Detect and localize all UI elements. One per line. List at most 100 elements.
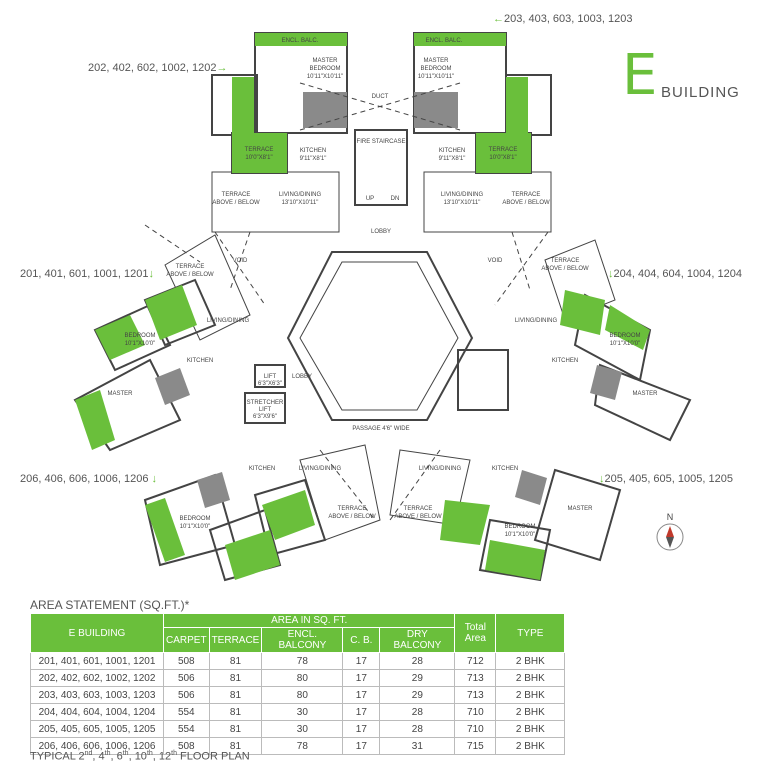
cell-cb: 17 [342, 737, 381, 755]
unit-label-text: 201, 401, 601, 1001, 1201 [20, 268, 149, 280]
terrace-label: TERRACE [404, 506, 433, 512]
caption-part: , 12 [152, 750, 172, 763]
kitchen-label: KITCHEN [249, 466, 275, 472]
subhead-terrace: TERRACE [208, 627, 263, 653]
terrace-dim: 10'0"X8'1" [245, 155, 272, 161]
subhead-encl: ENCL. BALCONY [261, 627, 344, 653]
master-dim: 10'11"X10'11" [418, 74, 454, 80]
master-bedroom-label: MASTER [312, 58, 338, 64]
head-total: Total Area [454, 613, 497, 653]
cell-total: 710 [454, 720, 497, 738]
stretcher-label-2: LIFT [259, 407, 272, 413]
cell-terrace: 81 [208, 720, 263, 738]
kitchen-dim: 9'11"X8'1" [439, 156, 466, 162]
unit-label-text: 203, 403, 603, 1003, 1203 [504, 13, 633, 25]
building-letter: E [622, 43, 658, 108]
cell-type: 2 BHK [495, 669, 566, 687]
bedroom-label: BEDROOM [124, 333, 155, 339]
terrace-above: ABOVE / BELOW [502, 200, 550, 206]
living-label: LIVING/DINING [279, 192, 322, 198]
cell-carpet: 508 [163, 737, 210, 755]
cell-unit: 202, 402, 602, 1002, 1202 [30, 669, 164, 687]
cell-cb: 17 [342, 720, 381, 738]
terrace-label: TERRACE [489, 147, 518, 153]
void-label: VOID [488, 258, 503, 264]
encl-balc-label: ENCL. BALC. [426, 38, 463, 44]
void-label: VOID [233, 258, 248, 264]
arrow-left-icon: ← [493, 13, 504, 25]
unit-label-text: 204, 404, 604, 1004, 1204 [613, 268, 742, 280]
caption-sup: nd [84, 750, 93, 757]
cell-dry: 31 [379, 737, 456, 755]
cell-unit: 204, 404, 604, 1004, 1204 [30, 703, 164, 721]
table-row: 203, 403, 603, 1003, 1203 506 81 80 17 2… [30, 686, 566, 704]
encl-balc-203 [414, 33, 506, 46]
encl-balc-202 [255, 33, 347, 46]
master-bedroom-label: MASTER [567, 506, 593, 512]
floor-plan-caption: TYPICAL 2nd, 4th, 6th, 10th, 12th FLOOR … [30, 750, 250, 763]
cell-type: 2 BHK [495, 737, 566, 755]
table-row: 206, 406, 606, 1006, 1206 508 81 78 17 3… [30, 737, 566, 755]
area-table: E BUILDING AREA IN SQ. FT. Total Area TY… [30, 613, 566, 755]
cell-terrace: 81 [208, 686, 263, 704]
cell-terrace: 81 [208, 669, 263, 687]
bedroom-dim: 10'1"X10'0" [180, 524, 211, 530]
arrow-down-icon: ↓ [148, 473, 158, 485]
cell-type: 2 BHK [495, 720, 566, 738]
building-word: BUILDING [661, 84, 740, 101]
cell-encl: 78 [261, 737, 344, 755]
cell-cb: 17 [342, 652, 381, 670]
bedroom-label: BEDROOM [179, 516, 210, 522]
bedroom-dim: 10'1"X10'0" [610, 341, 641, 347]
cell-carpet: 508 [163, 652, 210, 670]
cell-dry: 28 [379, 703, 456, 721]
cell-type: 2 BHK [495, 652, 566, 670]
cell-unit: 203, 403, 603, 1003, 1203 [30, 686, 164, 704]
master-dim: 10'11"X10'11" [307, 74, 343, 80]
unit-label-201: 201, 401, 601, 1001, 1201↓ [20, 268, 154, 280]
bedroom-dim: 10'1"X10'0" [125, 341, 156, 347]
cell-type: 2 BHK [495, 686, 566, 704]
up-label: UP [366, 196, 374, 202]
terrace-label: TERRACE [176, 264, 205, 270]
terrace-label: TERRACE [551, 258, 580, 264]
terrace-above: ABOVE / BELOW [212, 200, 260, 206]
caption-sup: th [171, 750, 177, 757]
caption-sup: th [146, 750, 153, 757]
lobby-label: LOBBY [371, 229, 391, 235]
cell-encl: 30 [261, 720, 344, 738]
subhead-carpet: CARPET [163, 627, 210, 653]
caption-part: TYPICAL 2 [30, 750, 85, 763]
passage-label: PASSAGE 4'6" WIDE [352, 426, 409, 432]
terrace-label: TERRACE [222, 192, 251, 198]
cell-carpet: 554 [163, 720, 210, 738]
cell-terrace: 81 [208, 703, 263, 721]
arrow-down-icon: ↓ [599, 473, 605, 485]
cell-encl: 78 [261, 652, 344, 670]
arrow-right-icon: → [216, 62, 228, 74]
subhead-dry: DRY BALCONY [379, 627, 456, 653]
arrow-down-icon: ↓ [148, 268, 154, 280]
dn-label: DN [391, 196, 400, 202]
cell-cb: 17 [342, 669, 381, 687]
living-dim: 13'10"X10'11" [282, 200, 319, 206]
bedroom-dim: 10'1"X10'0" [505, 532, 536, 538]
cell-dry: 28 [379, 652, 456, 670]
head-building: E BUILDING [30, 613, 164, 653]
cell-total: 715 [454, 737, 497, 755]
unit-label-206: 206, 406, 606, 1006, 1206 ↓ [20, 473, 157, 485]
caption-part: FLOOR PLAN [176, 750, 250, 763]
living-label: LIVING/DINING [299, 466, 342, 472]
cell-cb: 17 [342, 686, 381, 704]
cell-cb: 17 [342, 703, 381, 721]
head-area: AREA IN SQ. FT. [162, 613, 456, 628]
table-row: 201, 401, 601, 1001, 1201 508 81 78 17 2… [30, 652, 566, 670]
caption-part: , 4 [92, 750, 105, 763]
encl-balc-label: ENCL. BALC. [282, 38, 319, 44]
bedroom-label: BEDROOM [609, 333, 640, 339]
terrace-above: ABOVE / BELOW [328, 514, 376, 520]
kitchen-dim: 9'11"X8'1" [300, 156, 327, 162]
terrace-dim: 10'0"X8'1" [489, 155, 516, 161]
cell-total: 713 [454, 686, 497, 704]
stretcher-label: STRETCHER [247, 400, 284, 406]
